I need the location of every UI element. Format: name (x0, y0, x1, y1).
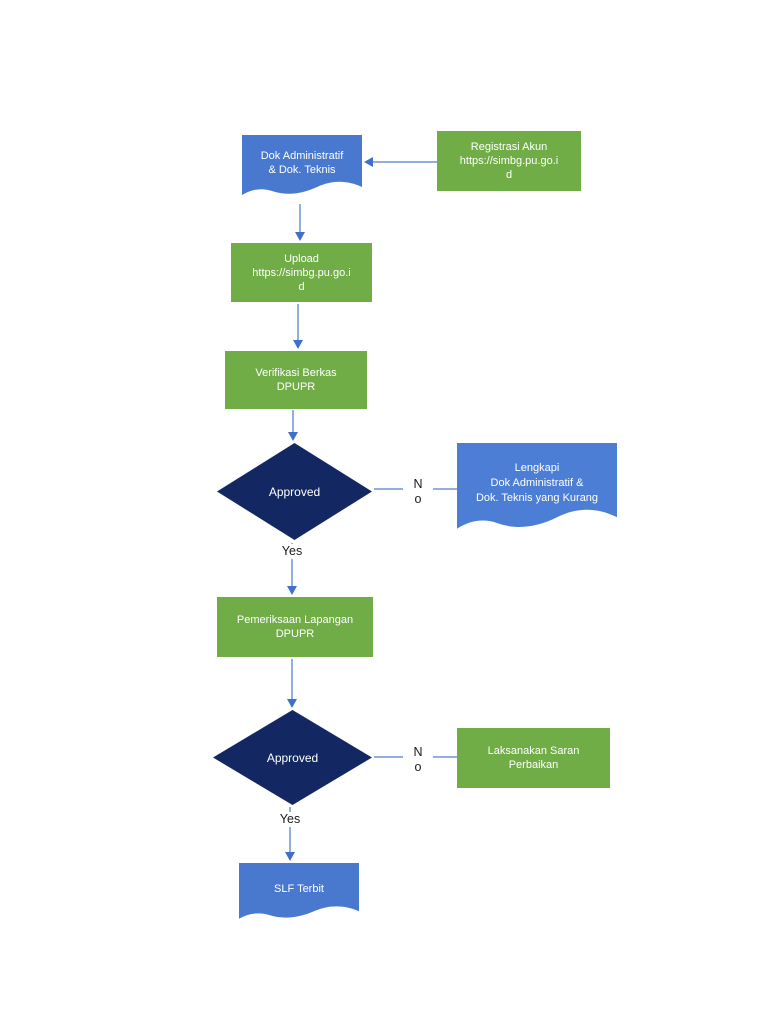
connector-upload-to-verifikasi (297, 304, 299, 340)
label-yes-2: Yes (272, 812, 308, 827)
node-text-line: Perbaikan (508, 759, 559, 771)
arrowhead-down-icon (287, 586, 297, 595)
node-text-line: DPUPR (276, 381, 316, 393)
connector-pemeriksaan-to-approved2 (291, 659, 293, 699)
arrowhead-down-icon (295, 232, 305, 241)
node-text-line: Dok Administratif & (490, 476, 584, 489)
document-shape (457, 443, 617, 529)
arrowhead-down-icon (285, 852, 295, 861)
document-shape (242, 135, 362, 195)
node-text-line: DPUPR (275, 628, 315, 640)
label-no-line: N (413, 477, 423, 491)
node-text-line: Laksanakan Saran (487, 745, 580, 757)
node-text-line: d (505, 169, 513, 181)
document-shape (239, 863, 359, 919)
decision-approved-1: Approved (217, 443, 372, 540)
node-text-line: Lengkapi (514, 461, 560, 474)
node-registrasi-akun: Registrasi Akun https://simbg.pu.go.i d (437, 131, 581, 191)
decision-text: Approved (266, 750, 319, 765)
node-slf-terbit: SLF Terbit (239, 863, 359, 928)
label-no-line: o (414, 760, 422, 774)
connector-approved2-yes (289, 807, 291, 852)
node-text: Lengkapi Dok Administratif & Dok. Teknis… (457, 443, 617, 523)
decision-text: Approved (268, 484, 321, 499)
arrowhead-down-icon (293, 340, 303, 349)
node-text: SLF Terbit (239, 863, 359, 915)
node-text-line: https://simbg.pu.go.i (252, 266, 351, 279)
node-text-line: Registrasi Akun (470, 141, 548, 153)
node-text-line: Pemeriksaan Lapangan (236, 614, 354, 626)
node-text-line: SLF Terbit (274, 883, 324, 895)
label-no-line: o (414, 492, 422, 506)
node-text-line: d (298, 280, 305, 293)
arrowhead-left-icon (364, 157, 373, 167)
node-text: Dok Administratif & Dok. Teknis (242, 135, 362, 191)
node-laksanakan-saran: Laksanakan Saran Perbaikan (457, 728, 610, 788)
connector-approved1-yes (291, 543, 293, 586)
node-text-line: Dok Administratif (260, 150, 344, 162)
connector-dok-to-upload (299, 204, 301, 232)
decision-approved-2: Approved (213, 710, 372, 805)
label-no-1: N o (403, 477, 433, 507)
arrowhead-down-icon (287, 699, 297, 708)
node-text-line: Upload (284, 252, 319, 265)
node-dok-administratif-teknis: Dok Administratif & Dok. Teknis (242, 135, 362, 205)
node-lengkapi-dokumen: Lengkapi Dok Administratif & Dok. Teknis… (457, 443, 617, 543)
node-pemeriksaan-lapangan: Pemeriksaan Lapangan DPUPR (217, 597, 373, 657)
node-text-line: Verifikasi Berkas (255, 367, 337, 379)
label-no-2: N o (403, 745, 433, 775)
node-verifikasi-berkas: Verifikasi Berkas DPUPR (225, 351, 367, 409)
node-text-line: https://simbg.pu.go.i (459, 155, 559, 167)
node-text-line: Dok. Teknis yang Kurang (475, 491, 599, 504)
arrowhead-down-icon (288, 432, 298, 441)
connector-registrasi-to-dok (373, 161, 437, 163)
node-text-line: & Dok. Teknis (268, 164, 336, 176)
connector-verifikasi-to-approved1 (292, 410, 294, 432)
label-no-line: N (413, 745, 423, 759)
node-upload-simbg: Upload https://simbg.pu.go.i d (231, 243, 372, 302)
label-yes-1: Yes (274, 544, 310, 559)
